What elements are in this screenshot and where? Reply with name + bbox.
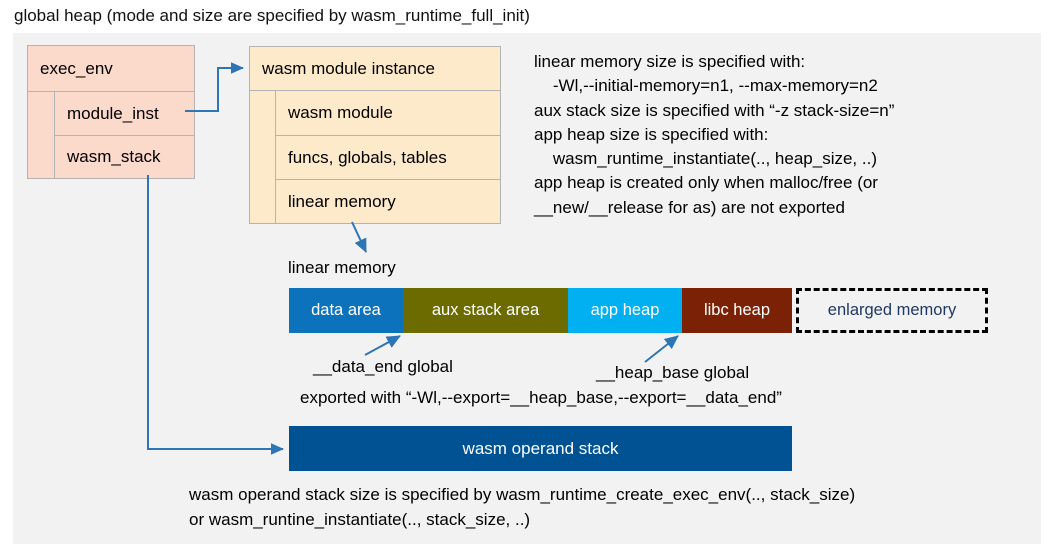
wasm-operand-stack-bar: wasm operand stack xyxy=(289,426,792,471)
exec-env-row-wasm-stack: wasm_stack xyxy=(28,135,194,178)
memory-segment-libc-heap: libc heap xyxy=(682,288,792,333)
annotation-data-end: __data_end global xyxy=(313,357,453,376)
exec-env-gutter xyxy=(28,92,55,135)
linear-memory-label: linear memory xyxy=(288,258,396,277)
memory-segment-aux-stack-area: aux stack area xyxy=(403,288,568,333)
memory-segment-label: data area xyxy=(311,301,381,319)
module-instance-gutter xyxy=(250,91,276,135)
memory-segment-label: enlarged memory xyxy=(827,301,957,319)
memory-segment-label: app heap xyxy=(590,301,660,319)
exec-env-box: exec_env module_inst wasm_stack xyxy=(27,45,195,179)
module-instance-row-funcs: funcs, globals, tables xyxy=(250,135,500,179)
wasm-operand-stack-label: wasm operand stack xyxy=(462,438,619,458)
memory-segment-label: libc heap xyxy=(703,301,771,319)
memory-segment-app-heap: app heap xyxy=(568,288,682,333)
module-instance-row-label: linear memory xyxy=(276,179,500,223)
operand-stack-notes: wasm operand stack size is specified by … xyxy=(189,485,856,529)
exec-env-gutter xyxy=(28,135,55,178)
memory-segment-data-area: data area xyxy=(289,288,403,333)
memory-segment-enlarged-memory: enlarged memory xyxy=(796,288,988,333)
module-instance-row-wasm-module: wasm module xyxy=(250,91,500,135)
annotation-exported-with: exported with “-Wl,--export=__heap_base,… xyxy=(300,388,782,407)
linear-memory-notes: linear memory size is specified with: -W… xyxy=(534,52,895,217)
annotation-heap-base: __heap_base global xyxy=(596,363,750,382)
memory-segment-label: aux stack area xyxy=(431,301,540,319)
exec-env-row-label: module_inst xyxy=(55,92,194,135)
module-instance-gutter xyxy=(250,179,276,223)
module-instance-header: wasm module instance xyxy=(250,47,500,91)
page-title: global heap (mode and size are specified… xyxy=(14,6,530,25)
exec-env-header: exec_env xyxy=(28,46,194,92)
module-instance-row-label: funcs, globals, tables xyxy=(276,135,500,179)
exec-env-row-label: wasm_stack xyxy=(55,135,194,178)
wasm-module-instance-box: wasm module instance wasm module funcs, … xyxy=(249,46,501,224)
module-instance-gutter xyxy=(250,135,276,179)
module-instance-row-label: wasm module xyxy=(276,91,500,135)
module-instance-row-linear-memory: linear memory xyxy=(250,179,500,223)
linear-memory-bar: data area aux stack area app heap libc h… xyxy=(289,288,988,333)
exec-env-row-module-inst: module_inst xyxy=(28,92,194,135)
